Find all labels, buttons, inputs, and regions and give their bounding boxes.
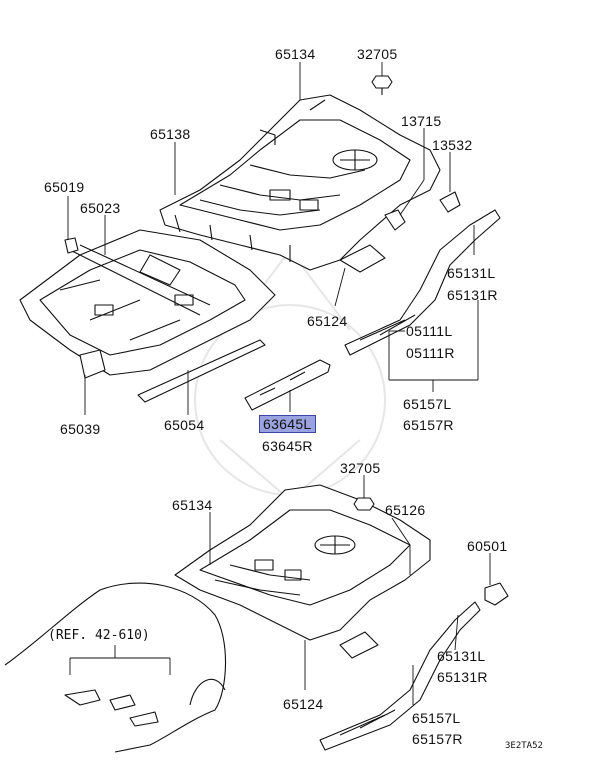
label-05111R[interactable]: 05111R xyxy=(406,345,455,361)
bolt-32705-top xyxy=(371,75,393,95)
diagram-code: 3E2TA52 xyxy=(505,741,543,751)
label-65157R-top[interactable]: 65157R xyxy=(403,417,454,433)
front-floor-pan xyxy=(19,229,276,379)
label-65131L-top[interactable]: 65131L xyxy=(447,265,496,281)
label-65134-bottom[interactable]: 65134 xyxy=(172,497,213,513)
reference-note[interactable]: (REF. 42-610) xyxy=(48,628,150,643)
reinforcement-63645 xyxy=(244,359,331,411)
label-05111L[interactable]: 05111L xyxy=(406,323,453,339)
side-member-lower xyxy=(319,601,481,751)
rear-floor-pan-lower xyxy=(174,484,431,641)
label-65157R-bottom[interactable]: 65157R xyxy=(412,731,463,747)
car-outline-reference xyxy=(4,582,227,753)
label-65131L-bottom[interactable]: 65131L xyxy=(437,648,486,664)
label-65124-bottom[interactable]: 65124 xyxy=(283,696,324,712)
label-65131R-top[interactable]: 65131R xyxy=(447,287,498,303)
bracket-13715 xyxy=(384,191,461,231)
label-32705-top[interactable]: 32705 xyxy=(357,46,398,62)
label-65157L-bottom[interactable]: 65157L xyxy=(412,710,461,726)
side-member-top xyxy=(339,209,501,356)
label-13532[interactable]: 13532 xyxy=(432,137,473,153)
label-65124-top[interactable]: 65124 xyxy=(307,313,348,329)
side-sill-65054 xyxy=(137,339,266,403)
label-65157L-top[interactable]: 65157L xyxy=(403,396,452,412)
label-65019[interactable]: 65019 xyxy=(44,179,85,195)
label-65039[interactable]: 65039 xyxy=(60,421,101,437)
rear-floor-pan-upper xyxy=(159,94,441,271)
label-65138[interactable]: 65138 xyxy=(150,126,191,142)
label-63645R[interactable]: 63645R xyxy=(262,438,313,454)
label-65023[interactable]: 65023 xyxy=(80,200,121,216)
label-63645L-highlighted[interactable]: 63645L xyxy=(259,415,316,433)
label-32705-bottom[interactable]: 32705 xyxy=(340,460,381,476)
label-13715[interactable]: 13715 xyxy=(401,113,442,129)
label-65134-top[interactable]: 65134 xyxy=(275,46,316,62)
bolt-32705-bottom xyxy=(353,497,375,511)
leader-lines xyxy=(67,62,491,705)
label-65054[interactable]: 65054 xyxy=(164,417,205,433)
label-60501[interactable]: 60501 xyxy=(467,538,508,554)
label-65126[interactable]: 65126 xyxy=(385,502,426,518)
clip-60501 xyxy=(484,582,509,606)
label-65131R-bottom[interactable]: 65131R xyxy=(437,669,488,685)
